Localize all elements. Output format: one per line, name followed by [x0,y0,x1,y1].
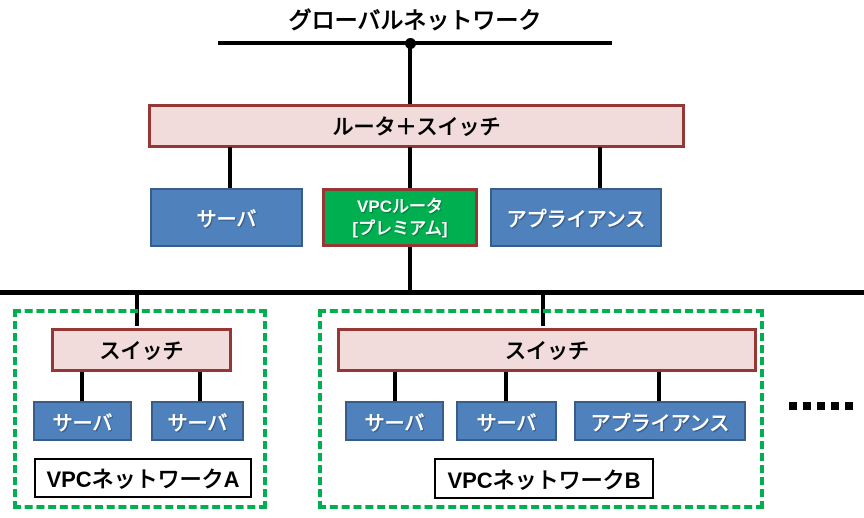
server-label: サーバ [167,412,228,435]
appliance-label: アプライアンス [590,412,730,435]
connector-line [408,247,412,292]
vpc-router-sublabel: [プレミアム] [352,218,448,238]
server-label: サーバ [476,412,537,435]
switch-label: スイッチ [99,340,184,363]
vpc-network-a-group: スイッチ サーバ サーバ VPCネットワークA [13,309,267,509]
switch-box: スイッチ [51,328,232,372]
connector-line [228,147,232,188]
connector-line [198,372,202,401]
server-label: サーバ [364,412,425,435]
vpc-network-a-name: VPCネットワークA [46,467,240,492]
server-box: サーバ [345,401,444,441]
diagram-title: グローバルネットワーク [288,7,542,33]
appliance-box: アプライアンス [490,188,662,247]
vpc-router-box: VPCルータ [プレミアム] [322,188,478,247]
switch-box: スイッチ [337,328,757,372]
junction-dot [405,38,416,49]
vpc-network-b-name: VPCネットワークB [447,467,641,493]
server-label: サーバ [196,209,257,231]
vpc-network-a-label-box: VPCネットワークA [34,458,252,498]
server-label: サーバ [52,412,113,435]
server-box: サーバ [150,188,303,247]
server-box: サーバ [33,401,132,441]
backbone-line [0,290,864,295]
connector-line [80,372,84,401]
server-box: サーバ [456,401,557,441]
connector-line [408,147,412,188]
vpc-network-b-label-box: VPCネットワークB [434,458,654,499]
appliance-label: アプライアンス [506,209,646,231]
connector-line [504,372,508,401]
connector-line [393,372,397,401]
server-box: サーバ [151,401,244,441]
connector-line [657,372,661,401]
router-switch-box: ルータ＋スイッチ [148,104,685,148]
vpc-router-label: VPCルータ [357,197,443,217]
connector-line [408,44,412,105]
appliance-box: アプライアンス [574,401,746,441]
vpc-network-b-group: スイッチ サーバ サーバ アプライアンス VPCネットワークB [318,309,764,509]
switch-label: スイッチ [505,340,589,363]
router-switch-label: ルータ＋スイッチ [332,116,501,139]
ellipsis-dots [789,402,853,410]
connector-line [598,147,602,188]
